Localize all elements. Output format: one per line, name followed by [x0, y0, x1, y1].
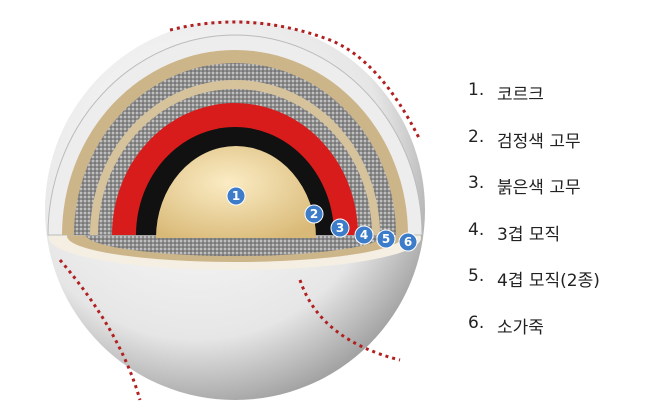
legend-number: 5.	[468, 266, 485, 286]
badge-5: 5	[376, 229, 396, 249]
legend-item-4ply-wool: 5. 4겹 모직(2종)	[468, 266, 600, 313]
svg-text:2: 2	[310, 207, 318, 221]
legend-item-3ply-wool: 4. 3겹 모직	[468, 220, 600, 267]
badge-3: 3	[330, 218, 350, 238]
legend-item-cowhide: 6. 소가죽	[468, 313, 600, 360]
legend-label: 소가죽	[497, 317, 544, 338]
legend-number: 3.	[468, 173, 485, 193]
legend-number: 1.	[468, 80, 485, 100]
badge-6: 6	[398, 232, 418, 252]
legend-number: 2.	[468, 126, 485, 147]
legend-label: 검정색 고무	[497, 131, 581, 152]
legend-number: 4.	[468, 219, 485, 240]
svg-text:4: 4	[360, 228, 368, 242]
legend-item-red-rubber: 3. 붉은색 고무	[468, 173, 600, 220]
stitch-left	[58, 259, 142, 401]
badge-2: 2	[304, 204, 324, 224]
stitch-top	[169, 20, 422, 141]
svg-text:1: 1	[232, 189, 240, 203]
legend-item-cork: 1. 코르크	[468, 80, 600, 127]
badge-1: 1	[226, 186, 246, 206]
svg-text:5: 5	[382, 232, 390, 246]
legend-number: 6.	[468, 312, 485, 333]
legend-item-black-rubber: 2. 검정색 고무	[468, 127, 600, 174]
svg-text:6: 6	[404, 235, 412, 249]
legend-label: 붉은색 고무	[497, 178, 581, 198]
legend-label: 코르크	[497, 85, 544, 105]
badge-4: 4	[354, 225, 374, 245]
legend: 1. 코르크 2. 검정색 고무 3. 붉은색 고무 4. 3겹 모직 5. 4겹 모직(…	[468, 80, 600, 359]
legend-label: 3겹 모직	[497, 224, 561, 245]
legend-label: 4겹 모직(2종)	[497, 271, 600, 291]
svg-text:3: 3	[336, 221, 344, 235]
